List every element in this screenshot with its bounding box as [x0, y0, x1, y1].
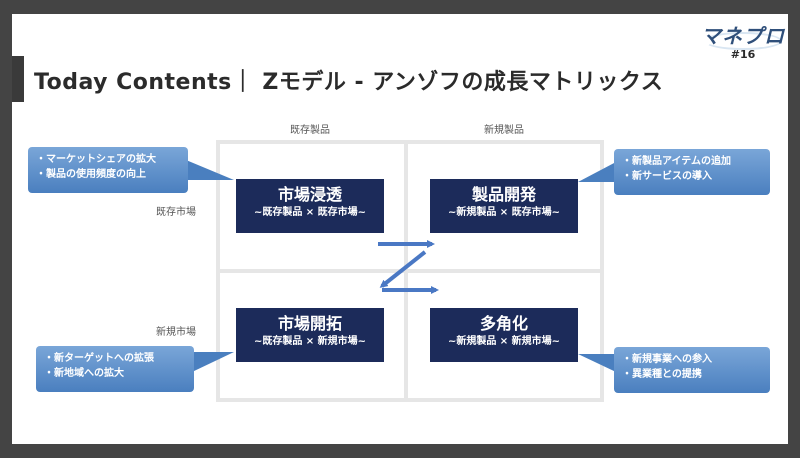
- callout-bottom-right: ・新規事業への参入 ・異業種との提携: [614, 347, 770, 393]
- callout-pointer-top-right: [578, 162, 616, 182]
- cell-subtitle: ~既存製品 × 既存市場~: [253, 207, 367, 218]
- title-accent-bar: [12, 56, 24, 102]
- callout-pointer-bottom-left: [192, 352, 234, 372]
- column-header-existing-product: 既存製品: [290, 125, 330, 136]
- callout-item: ・異業種との提携: [622, 369, 702, 380]
- callout-item: ・製品の使用頻度の向上: [36, 169, 146, 180]
- page-title: Today Contents｜ Zモデル - アンゾフの成長マトリックス: [34, 70, 664, 95]
- cell-subtitle: ~新規製品 × 既存市場~: [447, 207, 561, 218]
- callout-top-right: ・新製品アイテムの追加 ・新サービスの導入: [614, 149, 770, 195]
- row-header-new-market: 新規市場: [156, 327, 196, 338]
- cell-diversification: 多角化 ~新規製品 × 新規市場~: [430, 308, 578, 362]
- row-header-existing-market: 既存市場: [156, 207, 196, 218]
- callout-item: ・マーケットシェアの拡大: [36, 154, 156, 165]
- logo: マネプロ #16: [700, 20, 786, 70]
- cell-name: 製品開発: [471, 185, 536, 204]
- cell-product-development: 製品開発 ~新規製品 × 既存市場~: [430, 179, 578, 233]
- cell-market-penetration: 市場浸透 ~既存製品 × 既存市場~: [236, 179, 384, 233]
- callout-bottom-left: ・新ターゲットへの拡張 ・新地域への拡大: [36, 346, 194, 392]
- cell-subtitle: ~既存製品 × 新規市場~: [253, 336, 367, 347]
- logo-text: マネプロ: [701, 24, 785, 48]
- cell-name: 市場浸透: [277, 185, 342, 204]
- matrix-divider-horizontal: [216, 269, 604, 273]
- cell-market-development: 市場開拓 ~既存製品 × 新規市場~: [236, 308, 384, 362]
- callout-pointer-top-left: [186, 160, 234, 180]
- episode-number: #16: [730, 48, 756, 61]
- cell-name: 多角化: [479, 314, 528, 333]
- callout-item: ・新サービスの導入: [622, 171, 712, 182]
- callout-pointer-bottom-right: [578, 354, 616, 372]
- callout-item: ・新地域への拡大: [44, 368, 124, 379]
- arrow-diagonal: [379, 250, 427, 288]
- callout-item: ・新規事業への参入: [622, 354, 712, 365]
- callout-item: ・新ターゲットへの拡張: [44, 353, 154, 364]
- logo-swoosh-icon: [704, 32, 782, 50]
- column-header-new-product: 新規製品: [484, 125, 524, 136]
- cell-name: 市場開拓: [277, 314, 342, 333]
- cell-subtitle: ~新規製品 × 新規市場~: [447, 336, 561, 347]
- callout-top-left: ・マーケットシェアの拡大 ・製品の使用頻度の向上: [28, 147, 188, 193]
- callout-item: ・新製品アイテムの追加: [622, 156, 731, 167]
